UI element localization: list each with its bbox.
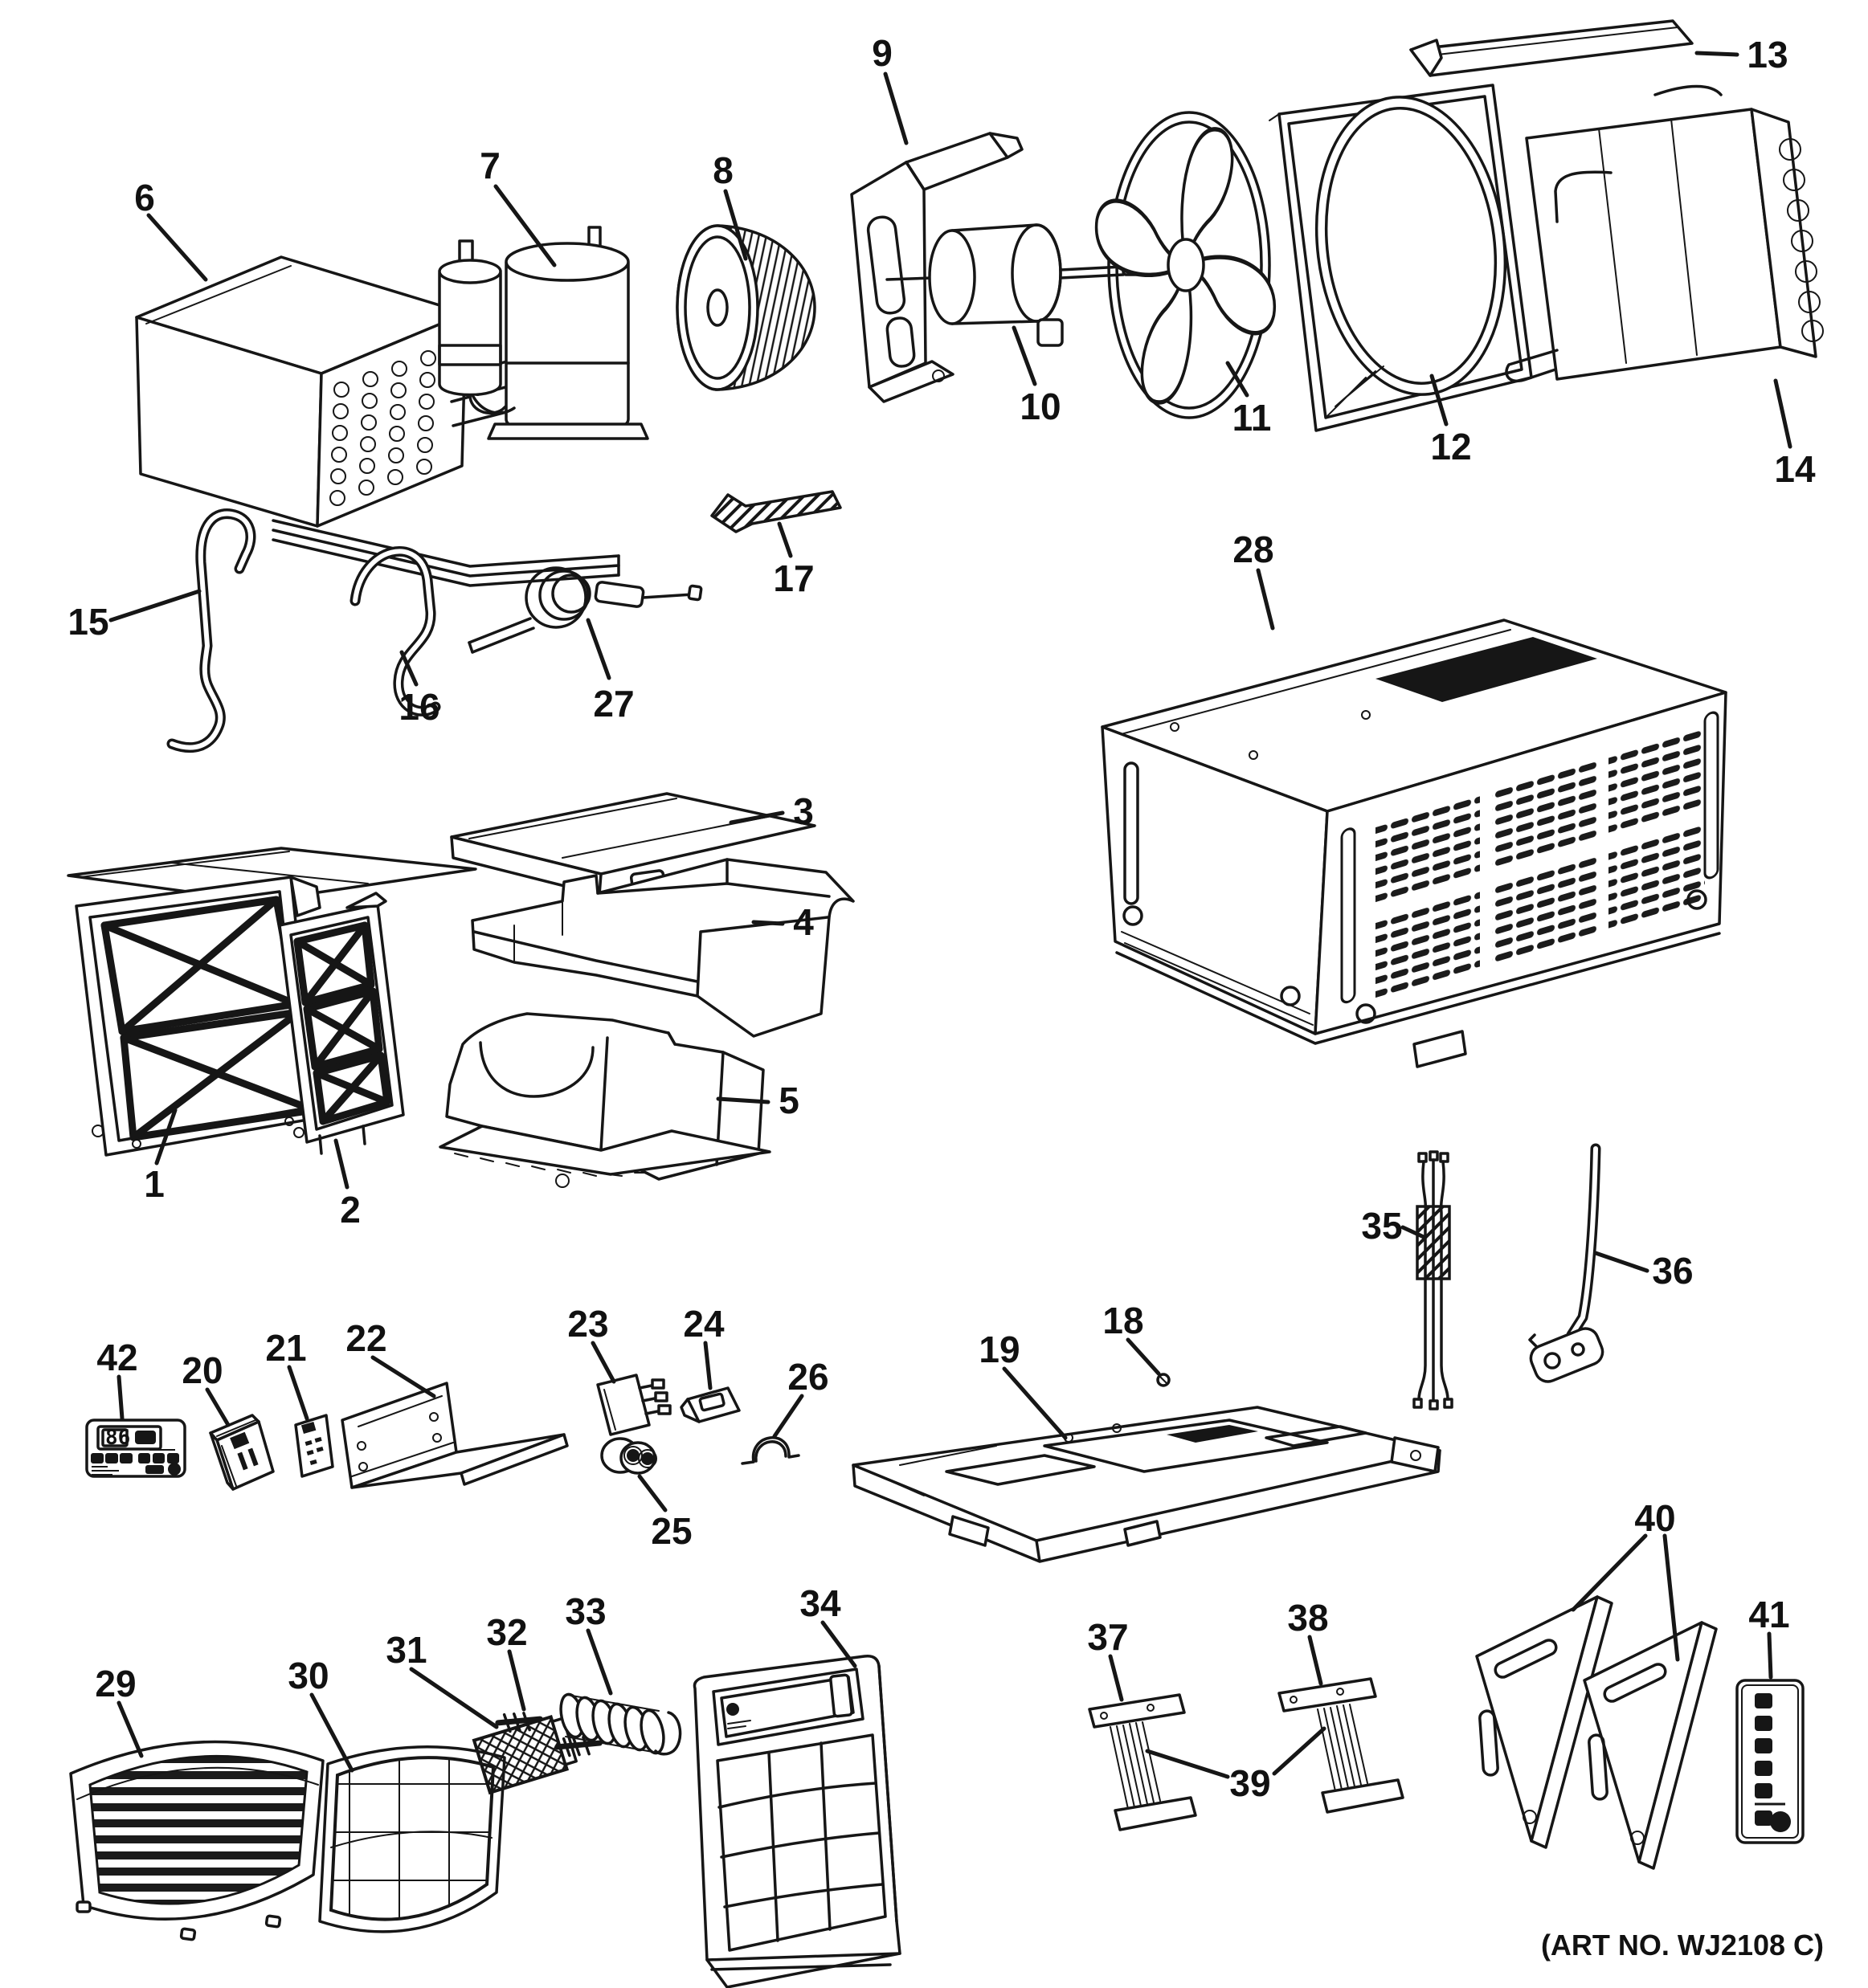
callout-labels: 6 7 8 9 10 11 12 13 14 15 16 17 27 28 1 …: [67, 32, 1816, 1804]
callout-7: 7: [480, 145, 501, 186]
callout-2: 2: [340, 1189, 361, 1231]
callout-11: 11: [1232, 397, 1272, 439]
part-17-bracket: [710, 490, 842, 533]
coil-tube-ends: [329, 350, 436, 506]
part-30-air-filter: [318, 1745, 506, 1933]
part-23-capacitor: [596, 1374, 672, 1436]
overlay-buttons: [91, 1453, 181, 1476]
part-2-air-guide-panel: [278, 892, 405, 1155]
callout-22: 22: [345, 1317, 386, 1359]
callout-15: 15: [67, 601, 108, 643]
part-32-screws: [495, 1712, 603, 1757]
part-8-blower-wheel: [676, 224, 816, 391]
callout-12: 12: [1430, 426, 1471, 467]
callout-4: 4: [793, 901, 814, 943]
callout-21: 21: [265, 1327, 306, 1369]
part-16-s-tube: [349, 546, 441, 716]
callout-31: 31: [386, 1629, 427, 1671]
callout-9: 9: [872, 32, 893, 74]
callout-38: 38: [1287, 1597, 1328, 1639]
condenser-return-bends: [1779, 138, 1824, 342]
louver-vents: [1340, 711, 1719, 1004]
part-18-screw: [1156, 1373, 1171, 1387]
callout-13: 13: [1747, 34, 1788, 76]
callout-20: 20: [182, 1349, 223, 1391]
callout-33: 33: [565, 1590, 606, 1632]
part-12-fan-shroud: [1269, 84, 1533, 432]
callout-26: 26: [787, 1356, 828, 1398]
part-34-front-panel: [693, 1655, 901, 1988]
callout-30: 30: [288, 1655, 329, 1696]
part-27-capillary-coil: [468, 566, 703, 654]
part-4-air-duct: [471, 858, 855, 1038]
callout-32: 32: [486, 1611, 527, 1653]
part-21-control-board: [294, 1414, 334, 1478]
callout-17: 17: [773, 557, 814, 599]
part-7-compressor: [438, 226, 649, 440]
part-24-terminal: [680, 1386, 741, 1423]
callout-18: 18: [1102, 1300, 1143, 1341]
callout-19: 19: [979, 1329, 1020, 1370]
callout-23: 23: [567, 1303, 608, 1345]
callout-34: 34: [799, 1582, 841, 1624]
callout-27: 27: [593, 683, 634, 725]
callout-29: 29: [95, 1663, 136, 1704]
temperature-readout: 86: [105, 1426, 130, 1450]
part-15-drain-tube: [166, 508, 256, 753]
callout-28: 28: [1232, 529, 1273, 570]
part-11-fan-blade: [1095, 111, 1275, 419]
callout-6: 6: [134, 177, 155, 218]
part-19-base-pan: [852, 1406, 1441, 1563]
art-number: (ART NO. WJ2108 C): [1541, 1929, 1824, 1961]
part-14-condenser-coil: [1505, 84, 1824, 382]
part-26-cord-clamp: [741, 1436, 800, 1465]
callout-1: 1: [144, 1163, 165, 1205]
callout-3: 3: [793, 790, 814, 832]
part-29-louver-grille: [69, 1740, 325, 1941]
leader-lines: [108, 51, 1792, 1779]
part-31-vent-louver: [472, 1714, 578, 1795]
part-42-control-overlay: 86: [85, 1419, 186, 1478]
callout-5: 5: [779, 1080, 799, 1121]
callout-36: 36: [1652, 1250, 1693, 1292]
callout-41: 41: [1748, 1594, 1789, 1635]
callout-39: 39: [1229, 1762, 1270, 1804]
callout-40: 40: [1634, 1497, 1675, 1539]
part-28-cabinet: [1101, 618, 1727, 1068]
part-25-power-plug: [600, 1437, 657, 1475]
part-20-control-housing: [209, 1414, 275, 1491]
callout-42: 42: [96, 1337, 137, 1378]
part-6-evaporator-coil: [135, 255, 620, 587]
callout-25: 25: [651, 1510, 692, 1552]
callout-24: 24: [683, 1303, 725, 1345]
part-22-control-bracket: [341, 1382, 569, 1489]
callout-35: 35: [1361, 1205, 1402, 1247]
part-38-curtain-frame-right: [1277, 1677, 1404, 1814]
part-37-curtain-frame-left: [1088, 1693, 1197, 1831]
callout-8: 8: [713, 149, 734, 191]
callout-16: 16: [399, 686, 439, 728]
part-9-motor-bracket: [850, 132, 1024, 403]
part-1-partition-panel: [67, 847, 477, 1157]
part-40-support-brackets: [1475, 1595, 1718, 1870]
callout-14: 14: [1774, 448, 1816, 490]
part-33-vent-bellows: [559, 1692, 682, 1756]
callout-37: 37: [1087, 1616, 1128, 1658]
part-13-top-cover: [1409, 19, 1694, 77]
remote-buttons: [1755, 1693, 1791, 1832]
part-5-blower-housing: [439, 1012, 771, 1188]
part-41-remote-control: [1735, 1679, 1805, 1844]
callout-10: 10: [1020, 386, 1061, 427]
part-10-fan-motor: [885, 223, 1142, 347]
part-35-wiring-harness: [1412, 1150, 1453, 1410]
part-36-sensor-tube: [1528, 1143, 1604, 1383]
